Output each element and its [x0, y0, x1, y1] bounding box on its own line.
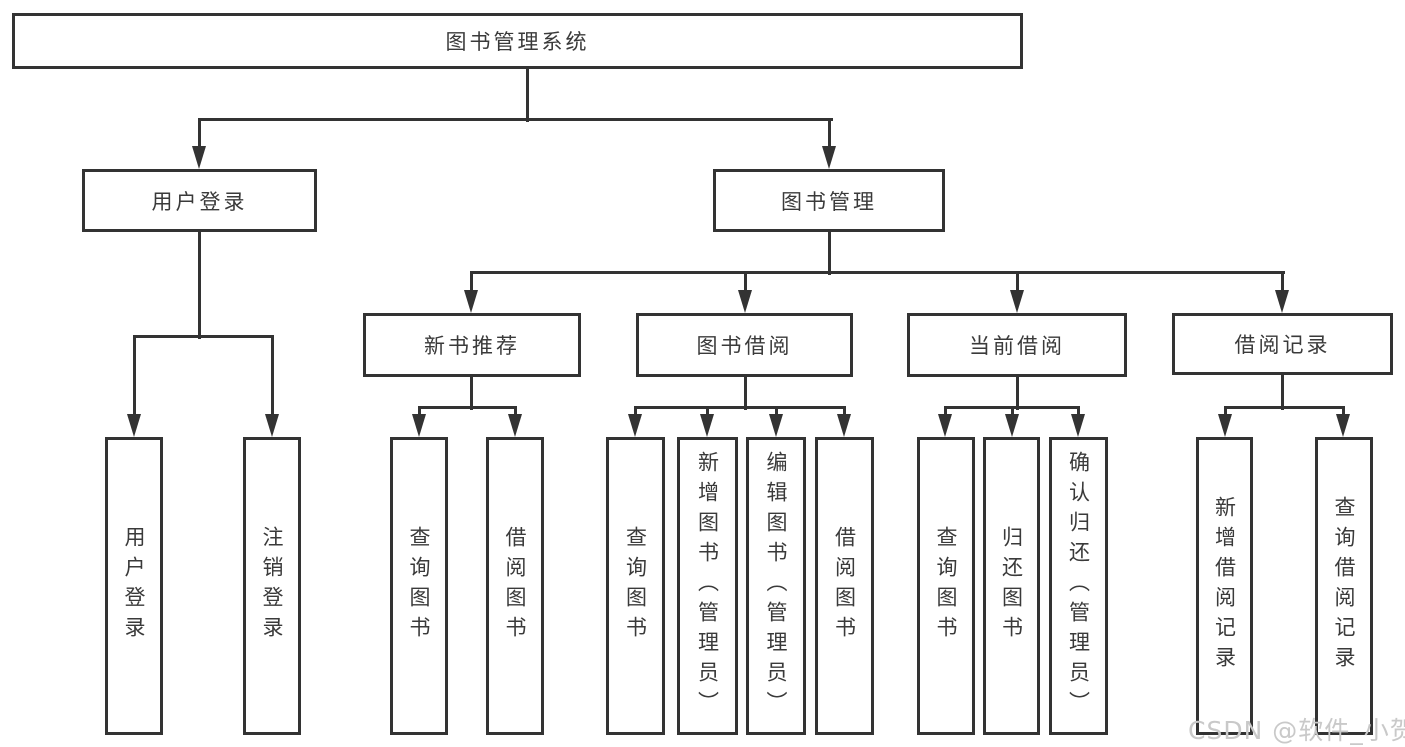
- leaf-edit-book-admin-label: 编辑图书（管理员）: [764, 451, 789, 721]
- connector-stem: [827, 232, 831, 275]
- leaf-logout: 注销登录: [243, 437, 301, 735]
- arrow-down-icon: [1336, 414, 1350, 437]
- leaf-borrow-books: 借阅图书: [486, 437, 544, 735]
- connector-stem: [1280, 375, 1284, 410]
- leaf-add-borrow-record: 新增借阅记录: [1196, 437, 1253, 735]
- arrow-down-icon: [938, 414, 952, 437]
- node-borrowing-records: 借阅记录: [1172, 313, 1393, 375]
- node-book-borrowing-label: 图书借阅: [696, 334, 793, 358]
- connector-drop: [842, 407, 846, 415]
- connector-drop: [743, 272, 747, 291]
- connector-stem: [1015, 377, 1019, 410]
- node-new-book-recommendation: 新书推荐: [363, 313, 581, 377]
- arrow-down-icon: [837, 414, 851, 437]
- connector-drop: [774, 407, 778, 415]
- node-new-book-recommendation-label: 新书推荐: [424, 334, 520, 358]
- connector-drop: [1341, 407, 1345, 415]
- leaf-query-books: 查询图书: [606, 437, 665, 735]
- connector-drop: [417, 407, 421, 415]
- arrow-down-icon: [738, 290, 752, 313]
- leaf-query-books-label: 查询图书: [623, 526, 648, 646]
- connector-stem: [743, 377, 747, 410]
- arrow-down-icon: [127, 414, 141, 437]
- arrow-down-icon: [822, 146, 836, 169]
- leaf-return-book: 归还图书: [983, 437, 1040, 735]
- connector-drop: [1223, 407, 1227, 415]
- arrow-down-icon: [508, 414, 522, 437]
- leaf-add-book-admin-label: 新增图书（管理员）: [695, 451, 720, 721]
- connector-drop: [633, 407, 637, 415]
- arrow-down-icon: [1071, 414, 1085, 437]
- leaf-confirm-return-admin: 确认归还（管理员）: [1049, 437, 1108, 735]
- connector-drop: [827, 119, 831, 147]
- arrow-down-icon: [1010, 290, 1024, 313]
- arrow-down-icon: [1218, 414, 1232, 437]
- connector-drop: [270, 336, 274, 415]
- node-user-login: 用户登录: [82, 169, 317, 232]
- node-root: 图书管理系统: [12, 13, 1023, 69]
- connector-stem: [197, 232, 201, 339]
- connector-drop: [1280, 272, 1284, 291]
- leaf-query-books-label: 查询图书: [407, 526, 432, 646]
- connector-drop: [469, 272, 473, 291]
- connector-drop: [1015, 272, 1019, 291]
- arrow-down-icon: [412, 414, 426, 437]
- connector-drop: [943, 407, 947, 415]
- connector-drop: [513, 407, 517, 415]
- connector-stem: [525, 69, 529, 122]
- arrow-down-icon: [700, 414, 714, 437]
- leaf-borrow-books: 借阅图书: [815, 437, 874, 735]
- node-borrowing-records-label: 借阅记录: [1234, 333, 1331, 357]
- leaf-user-login: 用户登录: [105, 437, 163, 735]
- node-user-login-label: 用户登录: [151, 189, 248, 214]
- arrow-down-icon: [628, 414, 642, 437]
- arrow-down-icon: [1275, 290, 1289, 313]
- connector-drop: [1010, 407, 1014, 415]
- node-book-management: 图书管理: [713, 169, 945, 232]
- arrow-down-icon: [192, 146, 206, 169]
- arrow-down-icon: [1005, 414, 1019, 437]
- node-current-borrowing: 当前借阅: [907, 313, 1127, 377]
- leaf-query-books-label: 查询图书: [934, 526, 959, 646]
- leaf-user-login-label: 用户登录: [122, 526, 147, 646]
- node-book-management-label: 图书管理: [781, 189, 877, 214]
- node-root-label: 图书管理系统: [445, 30, 590, 54]
- node-current-borrowing-label: 当前借阅: [969, 334, 1065, 358]
- connector-stem: [469, 377, 473, 410]
- leaf-borrow-books-label: 借阅图书: [832, 526, 857, 646]
- connector-bar: [469, 270, 1285, 274]
- connector-bar: [633, 405, 846, 409]
- leaf-query-borrow-record: 查询借阅记录: [1315, 437, 1373, 735]
- leaf-query-books: 查询图书: [390, 437, 448, 735]
- connector-bar: [417, 405, 517, 409]
- arrow-down-icon: [769, 414, 783, 437]
- connector-drop: [1076, 407, 1080, 415]
- leaf-borrow-books-label: 借阅图书: [503, 526, 528, 646]
- leaf-query-books: 查询图书: [917, 437, 975, 735]
- connector-drop: [132, 336, 136, 415]
- connector-bar: [197, 117, 833, 121]
- node-book-borrowing: 图书借阅: [636, 313, 853, 377]
- leaf-return-book-label: 归还图书: [999, 526, 1024, 646]
- arrow-down-icon: [265, 414, 279, 437]
- connector-drop: [197, 119, 201, 147]
- leaf-add-borrow-record-label: 新增借阅记录: [1212, 496, 1237, 676]
- leaf-confirm-return-admin-label: 确认归还（管理员）: [1066, 451, 1091, 721]
- connector-drop: [705, 407, 709, 415]
- leaf-edit-book-admin: 编辑图书（管理员）: [746, 437, 806, 735]
- connector-bar: [1223, 405, 1345, 409]
- watermark: CSDN @软件_小贺同学: [1188, 716, 1405, 745]
- connector-bar: [132, 334, 274, 338]
- leaf-add-book-admin: 新增图书（管理员）: [677, 437, 738, 735]
- leaf-logout-label: 注销登录: [260, 526, 285, 646]
- leaf-query-borrow-record-label: 查询借阅记录: [1332, 496, 1357, 676]
- arrow-down-icon: [464, 290, 478, 313]
